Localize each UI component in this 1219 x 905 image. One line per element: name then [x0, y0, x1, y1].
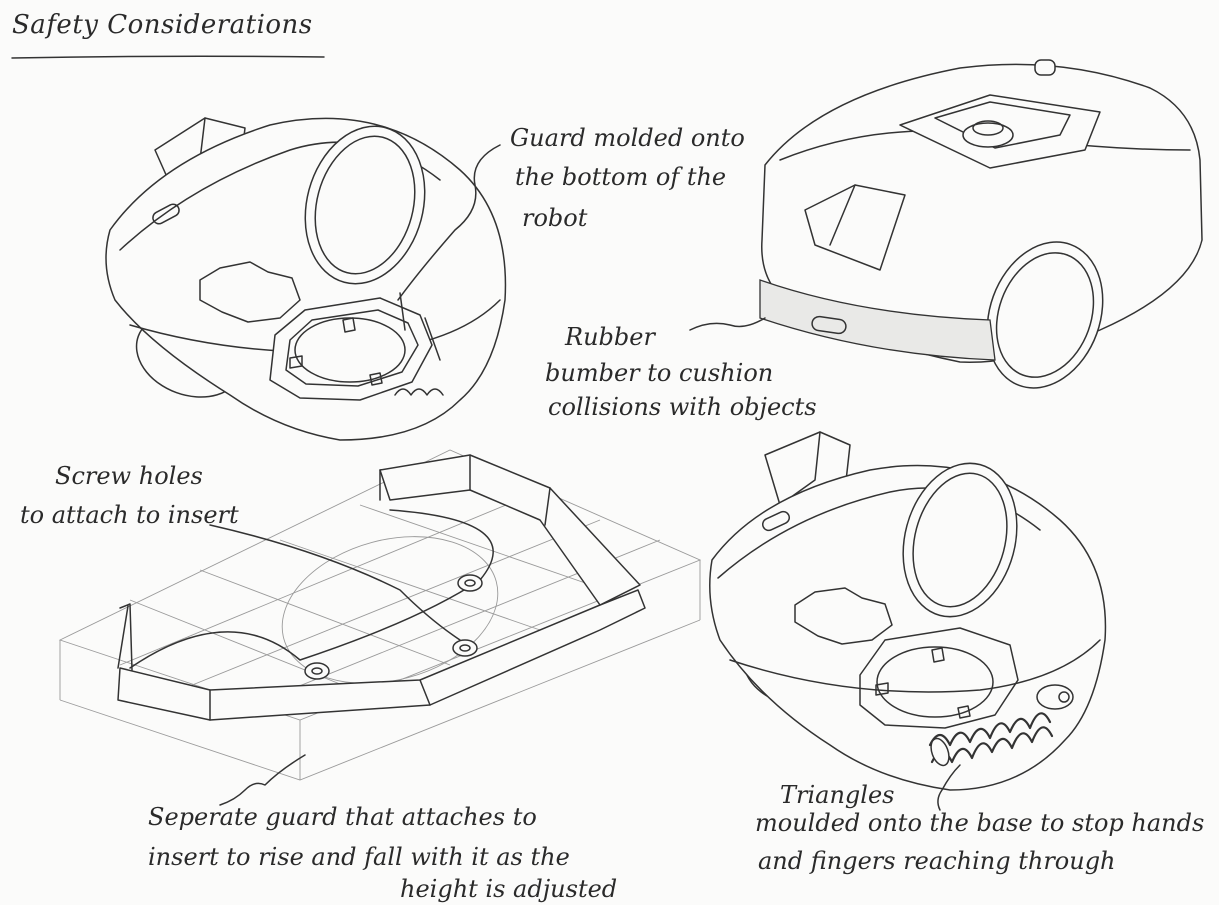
- leader-triangles: [937, 764, 961, 811]
- annotation-line: to attach to insert: [20, 501, 239, 529]
- annotation-line: insert to rise and fall with it as the: [148, 843, 570, 871]
- annotation-line: and fingers reaching through: [758, 847, 1116, 875]
- annotation-line: the bottom of the: [515, 163, 727, 191]
- annotation-line: Rubber: [565, 323, 655, 351]
- annotation-line: Seperate guard that attaches to: [148, 803, 537, 831]
- sketch-separate-guard: [58, 449, 702, 781]
- title-underline: [11, 55, 325, 59]
- sketch-underside-molded-guard: [105, 117, 507, 441]
- annotation-line: height is adjusted: [400, 875, 618, 903]
- annotation-line: Screw holes: [55, 462, 203, 490]
- annotation-line: moulded onto the base to stop hands: [755, 809, 1205, 837]
- page-title: Safety Considerations: [12, 10, 313, 40]
- sketch-robot-rubber-bumper: [759, 59, 1203, 389]
- annotation-line: Guard molded onto: [510, 124, 745, 152]
- leader-screw-holes: [209, 524, 461, 641]
- leader-guard-molded: [397, 144, 501, 301]
- sketch-underside-triangles: [709, 431, 1107, 791]
- annotation-line: bumber to cushion: [545, 359, 774, 387]
- leader-separate-guard: [219, 754, 306, 806]
- annotation-line: Triangles: [780, 781, 895, 809]
- leader-rubber-bumper: [689, 317, 766, 331]
- annotation-line: robot: [522, 204, 588, 232]
- annotation-line: collisions with objects: [548, 393, 817, 421]
